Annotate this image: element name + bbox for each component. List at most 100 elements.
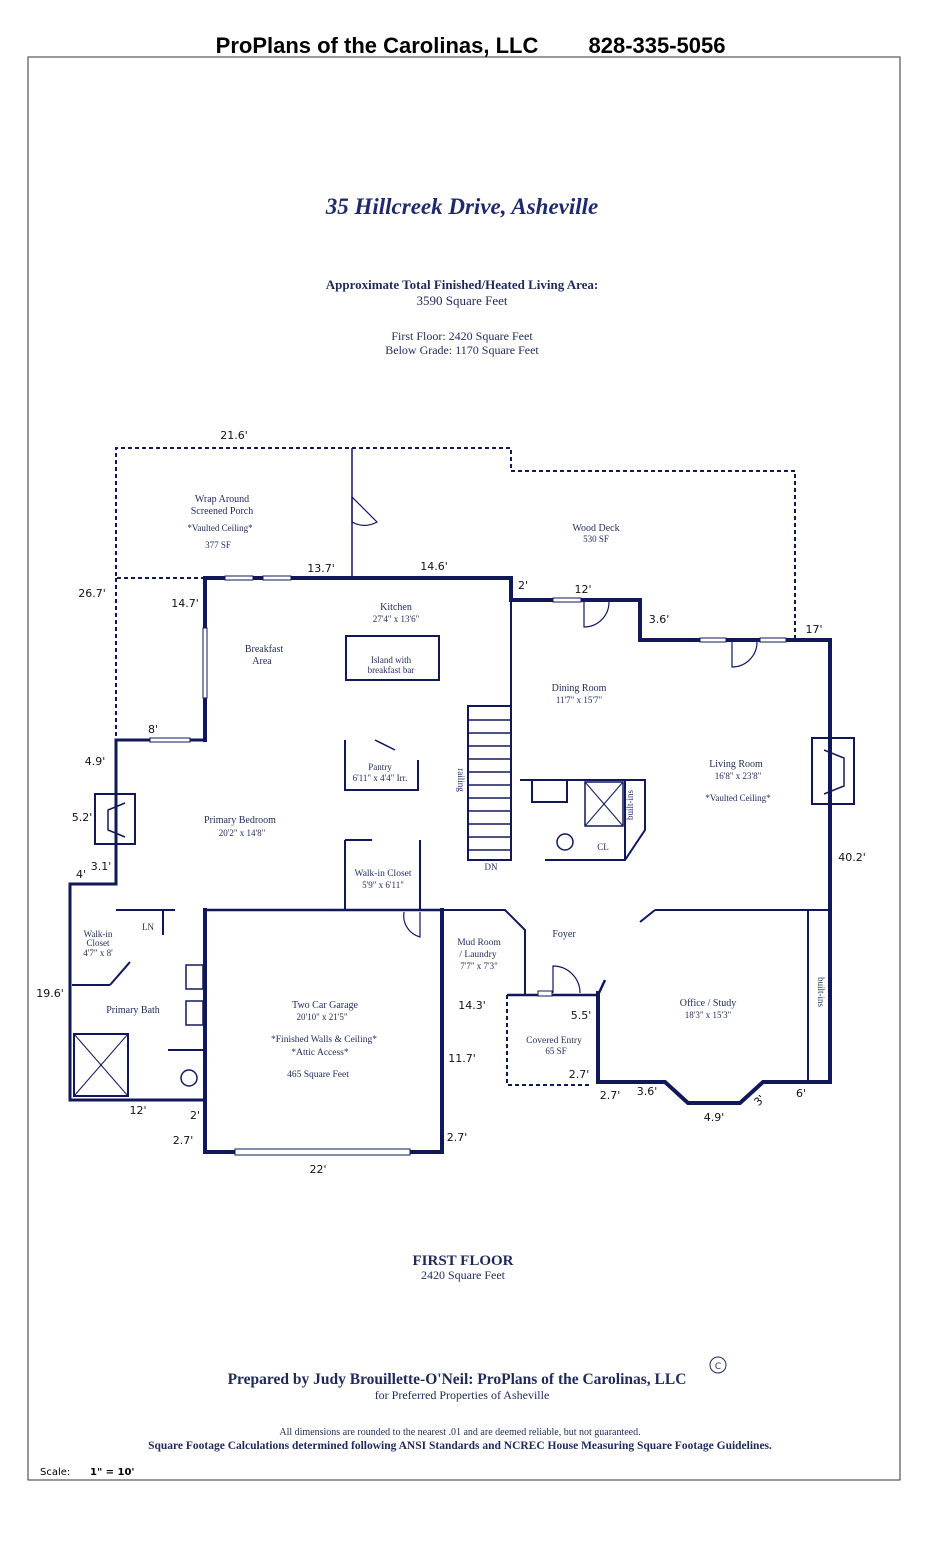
kitchen-window-1 bbox=[224, 575, 254, 581]
porch-label-1: Wrap Around bbox=[195, 494, 249, 505]
garage-door bbox=[234, 1148, 411, 1156]
bath-closet-label-1: Walk-in bbox=[84, 929, 113, 939]
dim-living-right: 40.2' bbox=[838, 851, 866, 864]
bedroom-fireplace bbox=[94, 793, 136, 845]
dining-door-swing bbox=[583, 601, 610, 628]
deck-label-1: Wood Deck bbox=[572, 523, 619, 534]
dim-bay-center: 4.9' bbox=[704, 1111, 725, 1124]
living-label-2: 16'8" x 23'8" bbox=[715, 771, 762, 781]
office-label-1: Office / Study bbox=[680, 998, 736, 1009]
bedroom-fireplace-firebox bbox=[107, 802, 126, 838]
deck-label-2: 530 SF bbox=[583, 534, 609, 544]
dim-bath-jog: 2' bbox=[190, 1109, 200, 1122]
island-label-2: breakfast bar bbox=[368, 665, 415, 675]
kitchen-window-2 bbox=[262, 575, 292, 581]
office-builtins-label: built-ins bbox=[816, 977, 826, 1007]
breakfast-label-1: Breakfast bbox=[245, 644, 284, 655]
page-frame bbox=[27, 56, 901, 1481]
pantry-label-2: 6'11" x 4'4" Irr. bbox=[353, 773, 408, 783]
mudroom-label-3: 7'7" x 7'3" bbox=[460, 961, 498, 971]
dim-kitchen-top-right: 14.6' bbox=[420, 560, 448, 573]
dim-garage-right-jog: 2.7' bbox=[447, 1131, 468, 1144]
porch-label-4: 377 SF bbox=[205, 540, 231, 550]
company-name: ProPlans of the Carolinas, LLC bbox=[216, 33, 539, 58]
office-top-wall-diag bbox=[639, 909, 656, 923]
primary-shower-x2 bbox=[73, 1033, 129, 1097]
kitchen-label-1: Kitchen bbox=[380, 602, 412, 613]
deck-outline bbox=[352, 447, 796, 640]
dim-dining-top: 12' bbox=[574, 583, 591, 596]
dim-breakfast-left: 14.7' bbox=[171, 597, 199, 610]
dining-label-1: Dining Room bbox=[552, 683, 607, 694]
dim-bath-bottom: 12' bbox=[129, 1104, 146, 1117]
garage-walls bbox=[203, 908, 444, 1154]
garage-label-1: Two Car Garage bbox=[292, 1000, 358, 1011]
dim-bath-left: 19.6' bbox=[36, 987, 64, 1000]
living-fireplace bbox=[811, 737, 855, 805]
kitchen-exterior-wall bbox=[203, 576, 832, 912]
kitchen-island bbox=[345, 635, 440, 681]
office-bay-wall bbox=[596, 1080, 832, 1105]
pantry-label-1: Pantry bbox=[368, 762, 392, 772]
living-door-swing bbox=[731, 641, 758, 668]
dim-entry-bottom: 2.7' bbox=[569, 1068, 590, 1081]
garage-label-3: *Finished Walls & Ceiling* bbox=[271, 1035, 377, 1045]
breakfast-window bbox=[202, 627, 208, 699]
sink-cabinet bbox=[531, 779, 568, 803]
dim-entry-right: 5.5' bbox=[571, 1009, 592, 1022]
linen-label: LN bbox=[142, 922, 154, 932]
porch-label-3: *Vaulted Ceiling* bbox=[187, 523, 253, 533]
first-floor-area: First Floor: 2420 Square Feet bbox=[391, 329, 533, 343]
scale-value: 1" = 10' bbox=[90, 1467, 135, 1478]
mud-room-walls bbox=[443, 909, 526, 995]
dim-garage-right-top: 14.3' bbox=[458, 999, 486, 1012]
primary-shower bbox=[73, 1033, 129, 1097]
garage-label-4: *Attic Access* bbox=[291, 1048, 349, 1058]
bedroom-left-wall bbox=[68, 738, 207, 1102]
total-area-value: 3590 Square Feet bbox=[417, 293, 508, 308]
porch-outline bbox=[115, 447, 352, 579]
shower-cl-x2 bbox=[584, 781, 624, 827]
dim-bay-right-angle: 3' bbox=[751, 1092, 767, 1108]
deck-window bbox=[552, 597, 582, 603]
garage-door-swing bbox=[403, 911, 421, 938]
foyer-entry-walls bbox=[507, 979, 607, 997]
dim-garage-bottom: 22' bbox=[309, 1163, 326, 1176]
half-bath-toilet bbox=[556, 833, 574, 851]
living-label-3: *Vaulted Ceiling* bbox=[705, 793, 771, 803]
living-window-2 bbox=[759, 637, 787, 643]
pantry-door-swing bbox=[374, 739, 396, 751]
bath-closet-label-3: 4'7" x 8' bbox=[83, 948, 113, 958]
primary-toilet bbox=[180, 1069, 198, 1087]
pantry-walls bbox=[344, 740, 419, 791]
vanity-sink-2 bbox=[185, 1000, 204, 1026]
dim-porch-left: 26.7' bbox=[78, 587, 106, 600]
porch-door-swing bbox=[351, 495, 378, 526]
foyer-label: Foyer bbox=[552, 929, 576, 940]
mudroom-label-1: Mud Room bbox=[457, 938, 501, 948]
dim-living-top: 17' bbox=[805, 623, 822, 636]
living-label-1: Living Room bbox=[709, 759, 763, 770]
property-address-title: 35 Hillcreek Drive, Asheville bbox=[325, 194, 599, 219]
dimension-labels: 21.6' 26.7' 13.7' 14.6' 14.7' 2' 12' 3.6… bbox=[36, 429, 866, 1176]
prepared-for: for Preferred Properties of Asheville bbox=[375, 1388, 550, 1402]
dim-garage-left-jog: 2.7' bbox=[173, 1134, 194, 1147]
dim-jog-3-6: 3.6' bbox=[649, 613, 670, 626]
floor-name: FIRST FLOOR bbox=[413, 1253, 514, 1269]
vanity-sink-1 bbox=[185, 964, 204, 990]
office-label-2: 18'3" x 15'3" bbox=[685, 1010, 732, 1020]
living-window-1 bbox=[699, 637, 727, 643]
dim-office-bottom-right: 6' bbox=[796, 1087, 806, 1100]
primary-bath-label: Primary Bath bbox=[106, 1005, 160, 1016]
total-area-label: Approximate Total Finished/Heated Living… bbox=[326, 277, 599, 292]
wic-label-1: Walk-in Closet bbox=[354, 869, 411, 879]
dim-fireplace: 5.2' bbox=[72, 811, 93, 824]
staircase bbox=[467, 705, 512, 861]
dim-porch-top: 21.6' bbox=[220, 429, 248, 442]
dim-bedroom-top: 8' bbox=[148, 723, 158, 736]
phone-number: 828-335-5056 bbox=[588, 33, 725, 58]
garage-label-2: 20'10" x 21'5" bbox=[296, 1012, 347, 1022]
dim-jog-4: 4' bbox=[76, 868, 86, 881]
